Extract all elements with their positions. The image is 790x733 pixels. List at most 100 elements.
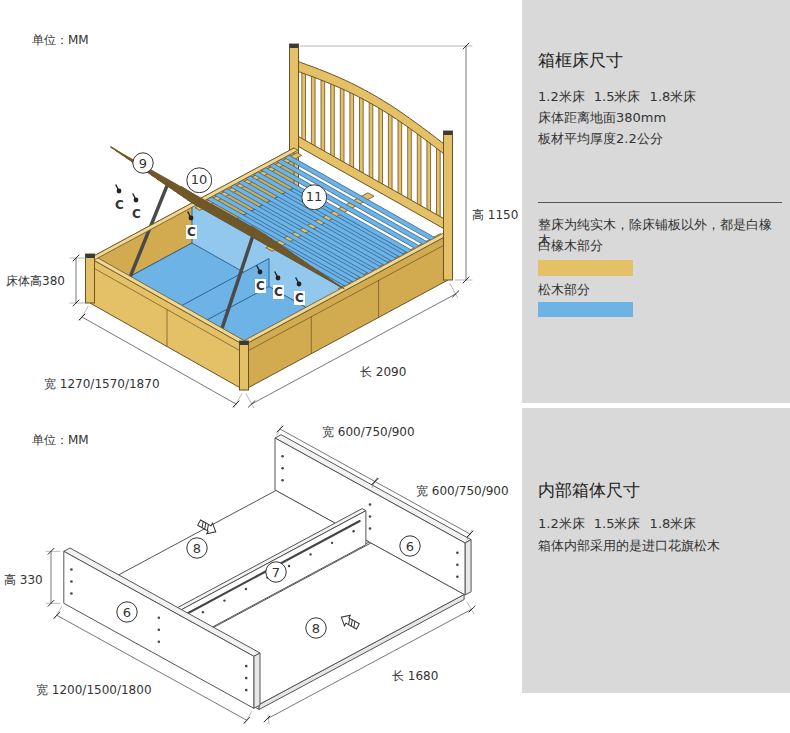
dimension-tick xyxy=(264,716,270,722)
screw-hole xyxy=(369,527,372,530)
callout-text: 8 xyxy=(193,541,201,556)
screw-hole xyxy=(202,611,204,613)
arrow-hatch xyxy=(349,620,354,626)
screws xyxy=(116,185,301,286)
dimension-label: 高 330 xyxy=(4,572,43,588)
callout-outline xyxy=(133,153,153,173)
post-cap xyxy=(86,254,95,258)
dimension-tick xyxy=(48,548,54,554)
dimension-label: 长 2090 xyxy=(360,364,406,380)
direction-arrow xyxy=(196,517,218,537)
dimension-line xyxy=(57,615,247,720)
arrow-outline xyxy=(338,612,360,632)
panel-title: 箱框床尺寸 xyxy=(538,48,784,72)
headboard-spindle xyxy=(417,133,421,208)
callout-number: 11 xyxy=(301,184,328,211)
panel-groove xyxy=(244,243,448,353)
post-cap xyxy=(444,131,453,135)
panel-text: 箱体内部采用的是进口花旗松木 xyxy=(538,538,784,554)
headboard-spindle xyxy=(340,87,344,164)
screw-hole xyxy=(309,553,311,555)
headboard-spindle xyxy=(331,83,335,159)
callout-text: 6 xyxy=(123,605,131,620)
end-panel-edge xyxy=(254,653,260,708)
dimension-line xyxy=(76,258,77,303)
unit-label: 单位：MM xyxy=(32,432,89,448)
headboard-spindle xyxy=(437,147,441,218)
screw-hole xyxy=(281,455,284,458)
dimension-label: 高 1150 xyxy=(472,207,518,223)
dimension-line xyxy=(51,551,52,603)
bed-slat xyxy=(261,168,413,254)
screw-head xyxy=(189,216,194,221)
arrow-outline xyxy=(196,517,218,537)
bed-side-board xyxy=(244,235,448,390)
screw-hole xyxy=(223,599,225,601)
post-cap xyxy=(240,341,249,345)
lid-slat xyxy=(115,150,272,239)
callout-outline xyxy=(187,168,212,193)
arrow-hatch xyxy=(206,524,211,530)
callout-outline xyxy=(117,602,137,622)
extension-line xyxy=(300,46,472,47)
extension-line xyxy=(467,602,474,614)
part-letter: C xyxy=(186,225,197,239)
panel-groove xyxy=(378,280,379,317)
direction-arrow xyxy=(338,612,360,632)
extension-line xyxy=(234,394,242,408)
panel-groove xyxy=(311,317,312,354)
screw-hole xyxy=(369,515,372,518)
dimension-tick xyxy=(54,612,60,618)
panel-groove xyxy=(90,266,244,353)
callout-outline xyxy=(306,618,326,638)
headboard-spindle xyxy=(360,96,364,175)
headboard-spindle xyxy=(321,79,325,153)
extension-line xyxy=(245,711,252,723)
bed-post xyxy=(86,254,95,303)
panel-text: 床体距离地面380mm xyxy=(538,110,784,126)
dimension-tick xyxy=(244,717,250,723)
legend-swatch xyxy=(538,260,633,276)
bed-post xyxy=(444,131,453,280)
bed-slat xyxy=(238,180,390,266)
dimension-label: 宽 1270/1570/1870 xyxy=(44,376,160,392)
dimension-tick xyxy=(233,401,239,407)
callout-text: 10 xyxy=(191,172,208,187)
arrow-hatch xyxy=(352,621,357,627)
arrow-hatch xyxy=(347,618,352,624)
dimension-tick xyxy=(372,479,378,485)
extension-line xyxy=(70,258,86,259)
panel-text: 1.2米床 1.5米床 1.8米床 xyxy=(538,516,784,532)
screw-hole xyxy=(456,564,459,567)
screw-hole xyxy=(331,542,333,544)
panel-title: 内部箱体尺寸 xyxy=(538,478,784,502)
screw-hole xyxy=(245,665,248,668)
gas-strut xyxy=(218,233,254,340)
headboard-spindle xyxy=(427,140,431,213)
headboard-spindle xyxy=(369,102,373,181)
extension-line xyxy=(46,551,60,552)
dimension-tick xyxy=(73,255,79,261)
callout-number: 7 xyxy=(265,561,287,583)
screw-hole xyxy=(245,689,248,692)
legend-text: 白橡木部分 xyxy=(538,238,603,254)
part-letter: C xyxy=(131,207,142,221)
callout-number: 10 xyxy=(186,167,213,194)
dimension-label: 宽 1200/1500/1800 xyxy=(36,682,152,698)
screw-head xyxy=(297,282,302,287)
callout-outline xyxy=(302,185,327,210)
bed-post xyxy=(240,341,249,390)
dimension-tick xyxy=(79,314,85,320)
info-panel: 内部箱体尺寸 1.2米床 1.5米床 1.8米床箱体内部采用的是进口花旗松木 xyxy=(522,408,790,693)
screw-hole xyxy=(158,629,161,632)
callout-outline xyxy=(266,562,286,582)
panel-groove xyxy=(167,310,168,347)
callout-text: 9 xyxy=(139,156,147,171)
screw-hole xyxy=(158,617,161,620)
headboard-rail xyxy=(294,60,448,157)
screw-hole xyxy=(281,467,284,470)
dimension-tick xyxy=(463,43,469,49)
bed-foot-board xyxy=(90,258,244,390)
screw-head xyxy=(117,189,122,194)
